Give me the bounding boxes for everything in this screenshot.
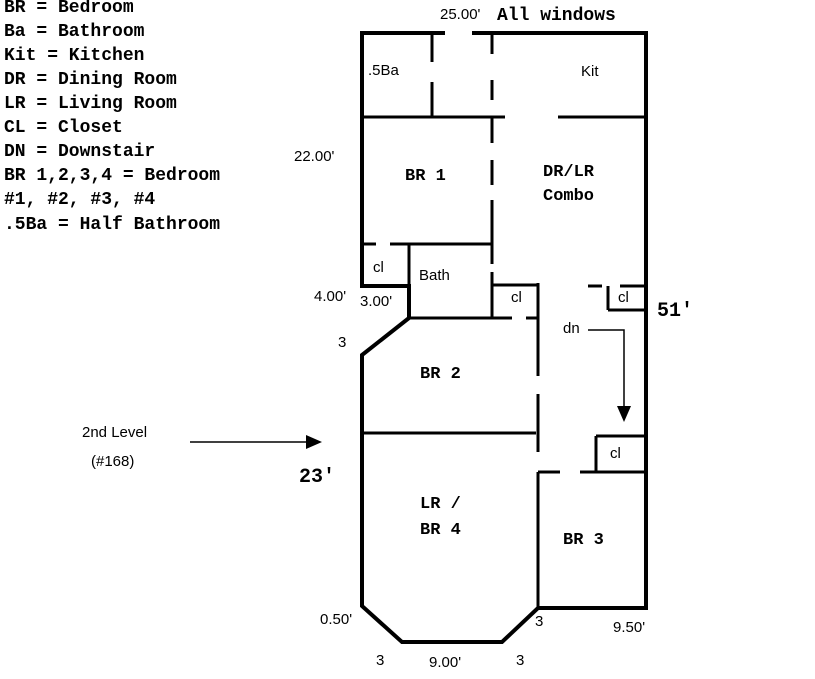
room-label-br1: BR 1	[405, 167, 446, 186]
legend-item: BR = Bedroom	[4, 0, 134, 18]
legend-item: .5Ba = Half Bathroom	[4, 215, 220, 235]
room-label-br3: BR 3	[563, 531, 604, 550]
dim-bay-left: 3	[376, 652, 384, 669]
dim-bay-right-side: 3	[535, 613, 543, 630]
dim-mid-width: 23'	[299, 466, 335, 489]
legend-item: Ba = Bathroom	[4, 22, 145, 42]
room-label-combo: Combo	[543, 187, 594, 206]
dim-angle-top: 3	[338, 334, 346, 351]
dim-step-inner: 3.00'	[360, 293, 392, 310]
dim-step-left: 4.00'	[314, 288, 346, 305]
room-label-stair-down: dn	[563, 320, 580, 337]
level-unit: (#168)	[91, 453, 134, 470]
dim-overall-length: 51'	[657, 300, 693, 323]
room-label-closet-stair: cl	[618, 289, 629, 306]
level-label: 2nd Level (#168)	[82, 424, 147, 470]
legend-item: LR = Living Room	[4, 94, 177, 114]
dim-bottom-left: 0.50'	[320, 611, 352, 628]
outer-walls	[360, 31, 648, 644]
stair-down-arrow	[588, 329, 631, 422]
legend: BR = Bedroom Ba = Bathroom Kit = Kitchen…	[4, 0, 220, 235]
legend-item: #1, #2, #3, #4	[4, 190, 155, 210]
dim-upper-depth: 22.00'	[294, 148, 335, 165]
legend-item: Kit = Kitchen	[4, 46, 144, 66]
legend-item: DN = Downstair	[4, 142, 155, 162]
dim-bottom-width: 9.00'	[429, 654, 461, 671]
level-title: 2nd Level	[82, 424, 147, 441]
level-pointer-arrow	[190, 435, 322, 449]
windows-note: All windows	[497, 6, 616, 26]
room-label-closet-br3: cl	[610, 445, 621, 462]
dimension-labels: 25.00' 22.00' 4.00' 3.00' 3 51' 23' 0.50…	[294, 6, 693, 671]
room-label-closet-hall: cl	[511, 289, 522, 306]
room-label-dr-lr: DR/LR	[543, 163, 595, 182]
room-labels: .5Ba Kit BR 1 DR/LR Combo cl Bath cl cl …	[368, 62, 629, 550]
dim-top-width: 25.00'	[440, 6, 481, 23]
legend-item: DR = Dining Room	[4, 70, 177, 90]
dim-bottom-right: 9.50'	[613, 619, 645, 636]
legend-item: BR 1,2,3,4 = Bedroom	[4, 166, 220, 186]
dim-bay-right-bottom: 3	[516, 652, 524, 669]
room-label-br2: BR 2	[420, 365, 461, 384]
room-label-closet-br1: cl	[373, 259, 384, 276]
room-label-bath: Bath	[419, 267, 450, 284]
room-label-half-bath: .5Ba	[368, 62, 400, 79]
interior-walls	[362, 33, 646, 608]
room-label-lr-br4-line1: LR /	[420, 495, 461, 514]
room-label-kitchen: Kit	[581, 63, 599, 80]
legend-item: CL = Closet	[4, 118, 123, 138]
room-label-lr-br4-line2: BR 4	[420, 521, 461, 540]
